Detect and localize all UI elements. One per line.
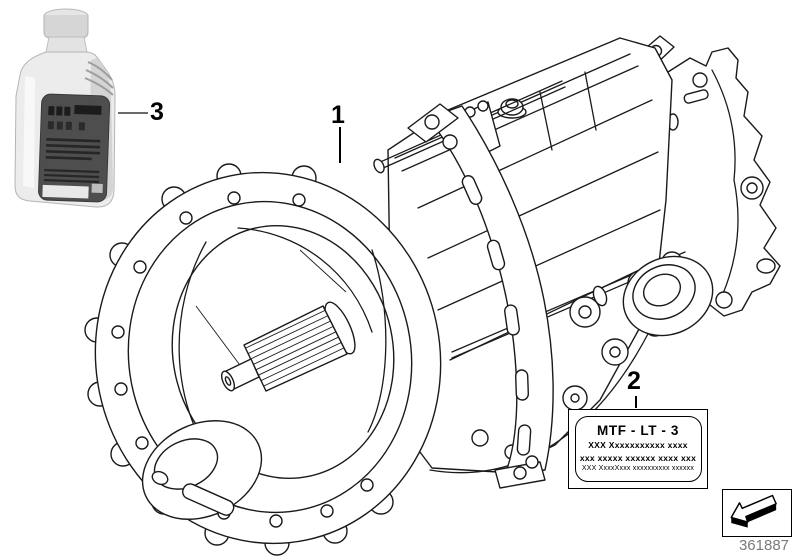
spec-plate-title: MTF - LT - 3: [597, 423, 679, 439]
spec-plate-line-2: xxx xxxxx xxxxxx xxxx xxx: [579, 452, 697, 463]
bottle-shoulder-ribs: [84, 61, 114, 96]
direction-arrow-box: [722, 489, 792, 537]
callout-1-gearbox[interactable]: 1: [331, 101, 345, 129]
bottle-label: [38, 93, 111, 203]
image-number: 361887: [738, 537, 790, 554]
rib-arm-slots: [461, 175, 532, 456]
oil-bottle-illustration: [14, 8, 116, 208]
gearbox-input-shaft: [220, 301, 356, 392]
gearbox-front-rib-arm: [407, 103, 554, 489]
callout-2-spec-label[interactable]: 2: [627, 367, 641, 395]
spec-plate: MTF - LT - 3 XXX Xxxxxxxxxxx xxxx xxx xx…: [568, 409, 708, 489]
callout-3-oil-bottle[interactable]: 3: [150, 98, 164, 126]
shaft-splines: [245, 309, 344, 387]
direction-arrow-icon: [730, 494, 777, 528]
spec-plate-line-1: XXX Xxxxxxxxxxx xxxx: [588, 440, 688, 451]
spec-plate-inner: MTF - LT - 3 XXX Xxxxxxxxxxx xxxx xxx xx…: [574, 416, 702, 482]
spec-plate-line-3: XXX XxxxXxxx xxxxxxxxxx xxxxxx: [581, 465, 695, 473]
